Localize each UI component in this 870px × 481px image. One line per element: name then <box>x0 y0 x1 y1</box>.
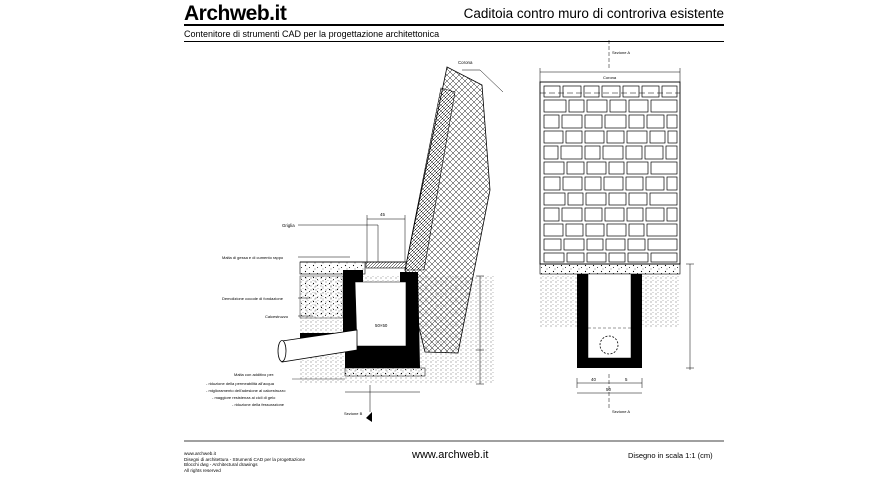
leader-lines <box>298 224 379 317</box>
label-section-a-top: Sezione A <box>612 50 630 55</box>
page-subtitle: Contenitore di strumenti CAD per la prog… <box>184 29 440 39</box>
foundation-soil <box>299 275 344 319</box>
grating <box>365 261 407 269</box>
note-line: Malta con additivo per: <box>234 372 274 377</box>
stone-facing <box>404 87 456 271</box>
label-corona-elev: Corona <box>603 75 617 80</box>
label-griglia: Griglia <box>282 223 295 228</box>
label-corona: Corona <box>458 60 473 65</box>
label-section-a-bottom: Sezione A <box>612 409 630 414</box>
note-line: - riduzione della fessurazione <box>232 402 285 407</box>
footer-line: All rights reserved <box>184 467 221 473</box>
dimension-lines <box>345 69 504 412</box>
notes-block: Malta con additivo per: - riduzione dell… <box>206 372 345 407</box>
section-mark-b: Sezione B <box>344 411 363 416</box>
header-rule-top <box>184 24 724 26</box>
elev-dimension-lines <box>539 40 694 410</box>
logo: Archweb.it <box>184 2 287 25</box>
section-view: Corona Griglia Malta di gessa e di cumen… <box>206 60 504 422</box>
pipe-opening <box>277 340 287 362</box>
section-arrow-icon <box>366 412 372 422</box>
road-strip <box>539 263 681 275</box>
bottom-slab <box>344 367 426 377</box>
footer-credits: www.archweb.it Disegni di architettura -… <box>184 451 305 473</box>
label-malta: Malta di gessa e di cumento rappo <box>222 255 284 260</box>
dim-bottom: 50 <box>606 387 611 392</box>
footer-site: www.archweb.it <box>412 449 489 461</box>
footer-line: www.archweb.it <box>184 451 216 456</box>
page-title: Caditoia contro muro di controriva esist… <box>463 6 724 21</box>
dim-right: 5 <box>625 377 628 382</box>
dim-left: 40 <box>591 377 596 382</box>
note-line: - riduzione della permeabilità all'acqua <box>206 381 275 386</box>
label-demolizione: Demolizione cocode di fondazione <box>222 296 284 301</box>
elevation-view: Sezione A Corona Sezione A 40 5 50 <box>539 40 694 414</box>
note-line: - maggiore resistenza ai cicli di gelo <box>212 395 276 400</box>
label-calcestruzzo: Calcestruzzo <box>265 314 289 319</box>
footer-line: Blocchi dwg - Architectural drawings <box>184 462 258 468</box>
footer-line: Disegni di architettura - Strumenti CAD … <box>184 456 306 462</box>
basin-interior <box>354 281 407 347</box>
footer-scale: Disegno in scala 1:1 (cm) <box>628 451 713 460</box>
dim-top: 45 <box>380 212 385 217</box>
pipe-section <box>599 335 619 355</box>
note-line: - miglioramento dell'adesione al calcest… <box>206 388 286 393</box>
wall-stones <box>543 85 678 263</box>
dim-mid: 50×50 <box>375 323 388 328</box>
header-rule-bottom <box>184 41 724 42</box>
